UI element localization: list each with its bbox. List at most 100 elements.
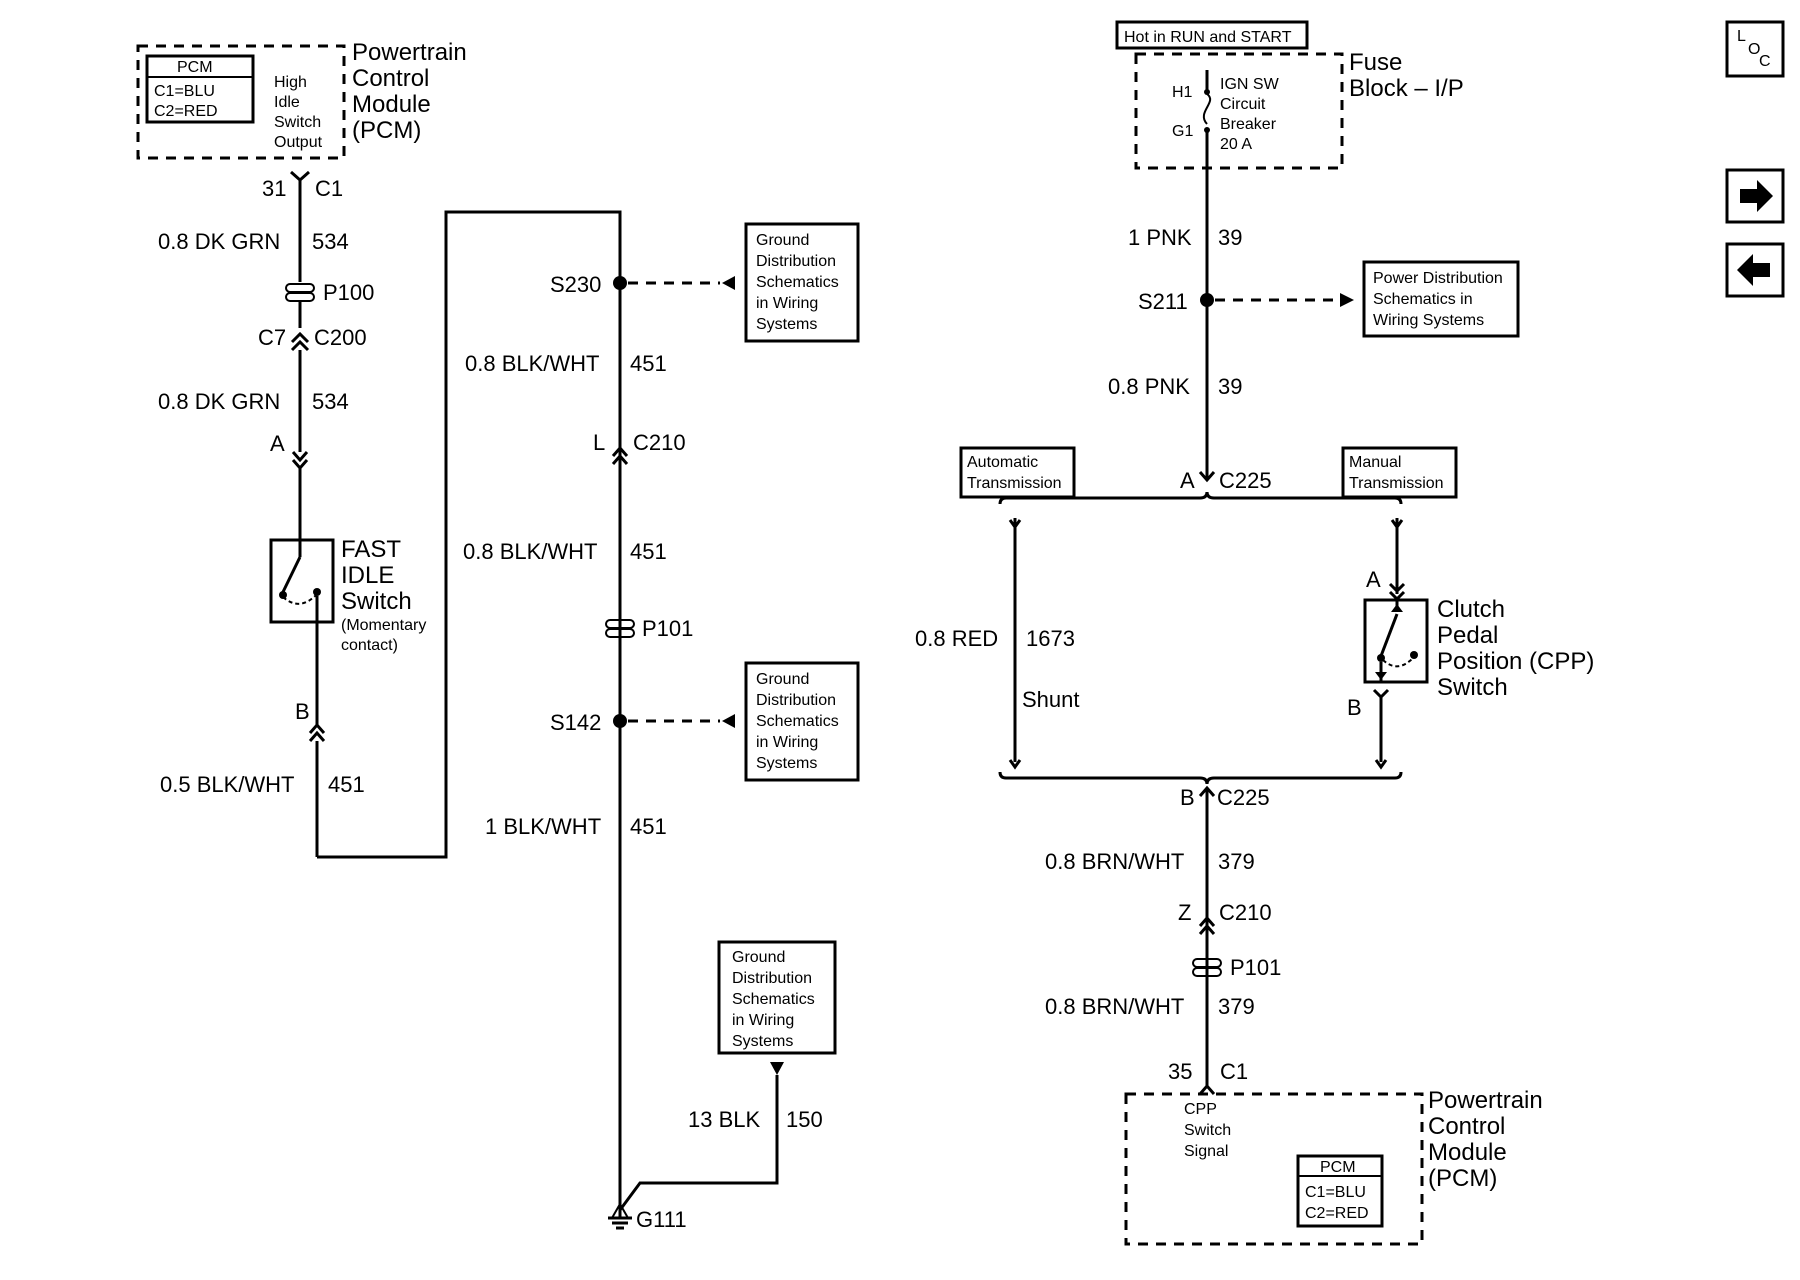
p101-left-label: P101: [642, 616, 693, 641]
wire-451-left-circuit: 451: [328, 772, 365, 797]
auto-trans-line-2: Transmission: [967, 475, 1062, 492]
pcm-top-name-4: (PCM): [352, 117, 421, 144]
c210-pin-z: Z: [1178, 900, 1191, 925]
wire-379-upper-size: 0.8 BRN/WHT: [1045, 849, 1184, 874]
breaker-line-3: Breaker: [1220, 116, 1277, 133]
right-arrow-icon: [1740, 180, 1773, 212]
ground-circuit: S230 0.8 BLK/WHT 451 L C210 0.8 BLK/WHT …: [463, 272, 823, 1232]
c225-bottom-pin-b: B: [1180, 785, 1195, 810]
ground-ref-2-line-3: Schematics: [756, 713, 839, 730]
wire-534-upper-size: 0.8 DK GRN: [158, 229, 280, 254]
fast-idle-pin-b: B: [295, 699, 310, 724]
p100-label: P100: [323, 280, 374, 305]
wire-39-lower-circuit: 39: [1218, 374, 1242, 399]
loc-letter-o: O: [1748, 41, 1760, 58]
hot-in-run-label: Hot in RUN and START: [1124, 29, 1292, 46]
c200-label: C200: [314, 325, 367, 350]
fast-idle-name-1: FAST: [341, 536, 401, 563]
pcm-top-name-1: Powertrain: [352, 39, 467, 66]
p101-right-icon: [1192, 958, 1222, 977]
pcm-top-pin: 31: [262, 176, 286, 201]
breaker-line-4: 20 A: [1220, 136, 1252, 153]
wire-150-size: 13 BLK: [688, 1107, 760, 1132]
loc-letter-l: L: [1737, 28, 1746, 45]
s230-label: S230: [550, 272, 601, 297]
ground-ref-2-line-4: in Wiring: [756, 734, 818, 751]
s211-label: S211: [1138, 289, 1188, 314]
fast-idle-name-2: IDLE: [341, 562, 394, 589]
wire-451-a-size: 0.8 BLK/WHT: [465, 351, 599, 376]
fast-idle-note-1: (Momentary: [341, 617, 426, 634]
pcm-top-name-2: Control: [352, 65, 429, 92]
cpp-name-2: Pedal: [1437, 622, 1498, 649]
p101-right-label: P101: [1230, 955, 1281, 980]
ground-ref-2-line-5: Systems: [756, 755, 817, 772]
pcm-bottom-name-3: Module: [1428, 1139, 1507, 1166]
s142-label: S142: [550, 710, 601, 735]
cpp-name-4: Switch: [1437, 674, 1508, 701]
pcm-top-output-4: Output: [274, 134, 323, 151]
wire-39-upper-size: 1 PNK: [1128, 225, 1192, 250]
fast-idle-name-3: Switch: [341, 588, 412, 615]
wire-39-lower-size: 0.8 PNK: [1108, 374, 1190, 399]
pcm-bottom-c2: C2=RED: [1305, 1205, 1369, 1222]
c225-bottom-label: C225: [1217, 785, 1270, 810]
fuse-block: Hot in RUN and START H1 G1 IGN SW Circui…: [1115, 20, 1464, 170]
wire-150-circuit: 150: [786, 1107, 823, 1132]
wire-451-b-size: 0.8 BLK/WHT: [463, 539, 597, 564]
c210-right-label: C210: [1219, 900, 1272, 925]
pcm-top-connector: C1: [315, 176, 343, 201]
ground-ref-box-3: Ground Distribution Schematics in Wiring…: [717, 940, 837, 1055]
power-ref-line-1: Power Distribution: [1373, 270, 1503, 287]
auto-trans-label: Automatic Transmission: [959, 446, 1076, 499]
c7-label: C7: [258, 325, 286, 350]
wire-451-left-size: 0.5 BLK/WHT: [160, 772, 294, 797]
location-button[interactable]: L O C: [1725, 20, 1785, 78]
cpp-name-1: Clutch: [1437, 596, 1505, 623]
c225-top-label: C225: [1219, 468, 1272, 493]
ground-ref-3-line-4: in Wiring: [732, 1012, 794, 1029]
ground-ref-1-line-5: Systems: [756, 316, 817, 333]
cpp-pin-a: A: [1366, 567, 1381, 592]
wire-39-upper-circuit: 39: [1218, 225, 1242, 250]
breaker-line-1: IGN SW: [1220, 76, 1280, 93]
ground-icon: [608, 1200, 632, 1230]
cpp-name-3: Position (CPP): [1437, 648, 1594, 675]
wire-451-a-circuit: 451: [630, 351, 667, 376]
ground-ref-box-1: Ground Distribution Schematics in Wiring…: [744, 222, 860, 343]
fast-idle-circuit: 31 C1 0.8 DK GRN 534 P100 C7 C200 0.8 DK…: [158, 170, 622, 1200]
ground-ref-1-line-4: in Wiring: [756, 295, 818, 312]
auto-trans-line-1: Automatic: [967, 454, 1038, 471]
pcm-top-c1: C1=BLU: [154, 83, 215, 100]
pcm-top-c2: C2=RED: [154, 103, 218, 120]
ground-ref-3-line-3: Schematics: [732, 991, 815, 1008]
p100-icon: [285, 283, 315, 302]
ground-ref-3-line-5: Systems: [732, 1033, 793, 1050]
ground-ref-2-line-2: Distribution: [756, 692, 836, 709]
cpp-signal-line-3: Signal: [1184, 1143, 1228, 1160]
ground-ref-3-line-1: Ground: [732, 949, 785, 966]
ground-ref-1-line-3: Schematics: [756, 274, 839, 291]
pcm-top-inner-title: PCM: [177, 59, 213, 76]
forward-button[interactable]: [1725, 168, 1785, 224]
pcm-bottom-inner-title: PCM: [1320, 1159, 1356, 1176]
ground-ref-3-line-2: Distribution: [732, 970, 812, 987]
cpp-pin-b: B: [1347, 695, 1362, 720]
wire-379-lower-size: 0.8 BRN/WHT: [1045, 994, 1184, 1019]
wire-534-lower-size: 0.8 DK GRN: [158, 389, 280, 414]
g111-label: G111: [636, 1207, 687, 1232]
c210-left-label: C210: [633, 430, 686, 455]
shunt-wire-circuit: 1673: [1026, 626, 1075, 651]
c210-pin-l: L: [593, 430, 605, 455]
wire-451-c-circuit: 451: [630, 814, 667, 839]
pcm-bottom: CPP Switch Signal PCM C1=BLU C2=RED Powe…: [1124, 1087, 1543, 1246]
ground-ref-1-line-2: Distribution: [756, 253, 836, 270]
wire-534-upper-circuit: 534: [312, 229, 349, 254]
power-ref-box: Power Distribution Schematics in Wiring …: [1362, 260, 1520, 338]
fast-idle-switch: [269, 538, 335, 624]
left-arrow-icon: [1737, 254, 1770, 286]
pcm-top: PCM C1=BLU C2=RED High Idle Switch Outpu…: [136, 39, 467, 160]
back-button[interactable]: [1725, 242, 1785, 298]
cpp-signal-line-2: Switch: [1184, 1122, 1231, 1139]
